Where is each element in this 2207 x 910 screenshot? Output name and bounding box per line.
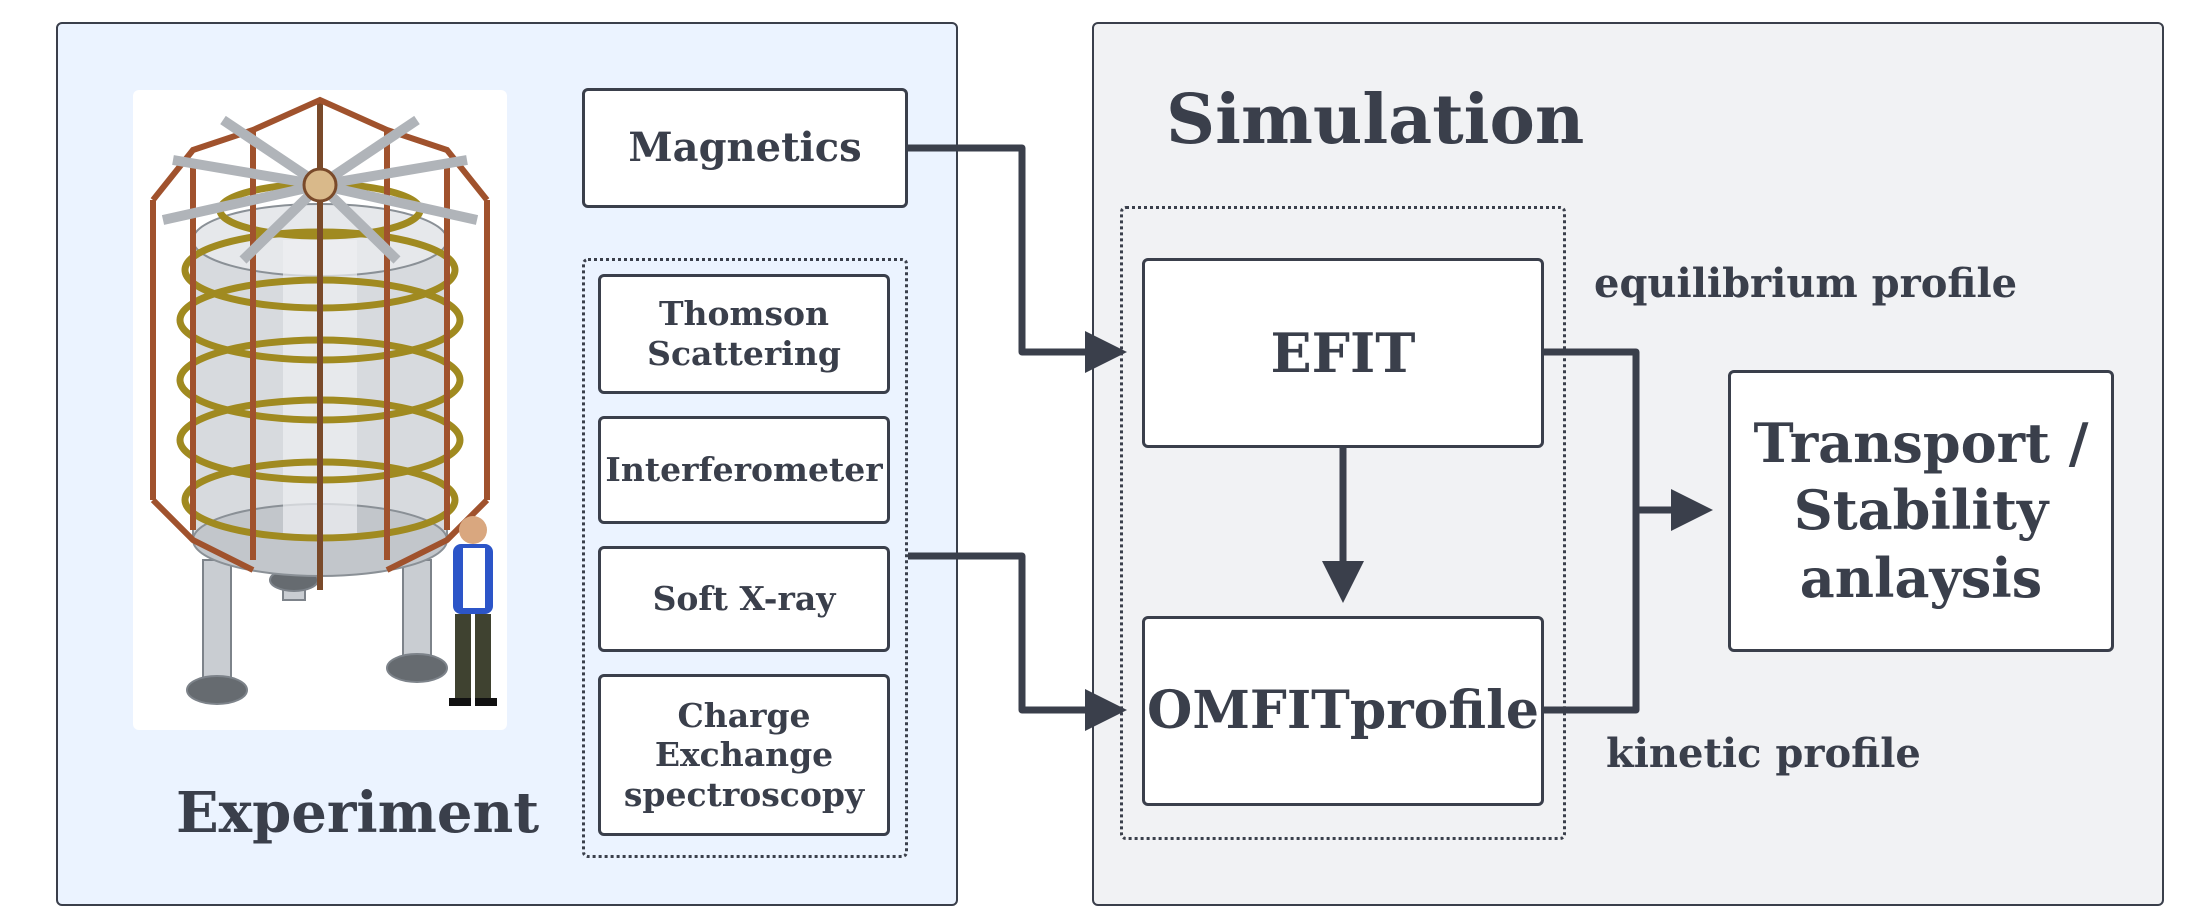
top-spokes xyxy=(161,115,479,264)
efit-box: EFIT xyxy=(1142,258,1544,448)
simulation-group xyxy=(1120,206,1566,840)
efit-merge-line xyxy=(1544,348,1640,714)
transport-stability-box: Transport / Stability anlaysis xyxy=(1728,370,2114,652)
diagnostics-group xyxy=(582,258,908,858)
magnetics-box: Magnetics xyxy=(582,88,908,208)
simulation-title: Simulation xyxy=(1166,80,1585,160)
equilibrium-profile-label: equilibrium profile xyxy=(1594,260,2018,307)
charge-exchange-box: Charge Exchange spectroscopy xyxy=(598,674,890,836)
thomson-scattering-box: Thomson Scattering xyxy=(598,274,890,394)
device-illustration xyxy=(133,90,507,730)
central-hub xyxy=(302,167,338,203)
experiment-title: Experiment xyxy=(176,780,540,846)
person-figure xyxy=(449,516,497,706)
soft-xray-box: Soft X-ray xyxy=(598,546,890,652)
interferometer-box: Interferometer xyxy=(598,416,890,524)
kinetic-profile-label: kinetic profile xyxy=(1606,730,1921,777)
omfitprofile-box: OMFITprofile xyxy=(1142,616,1544,806)
softxray-to-omfit-arrow xyxy=(908,552,1127,731)
magnetics-to-efit-arrow xyxy=(908,144,1127,373)
